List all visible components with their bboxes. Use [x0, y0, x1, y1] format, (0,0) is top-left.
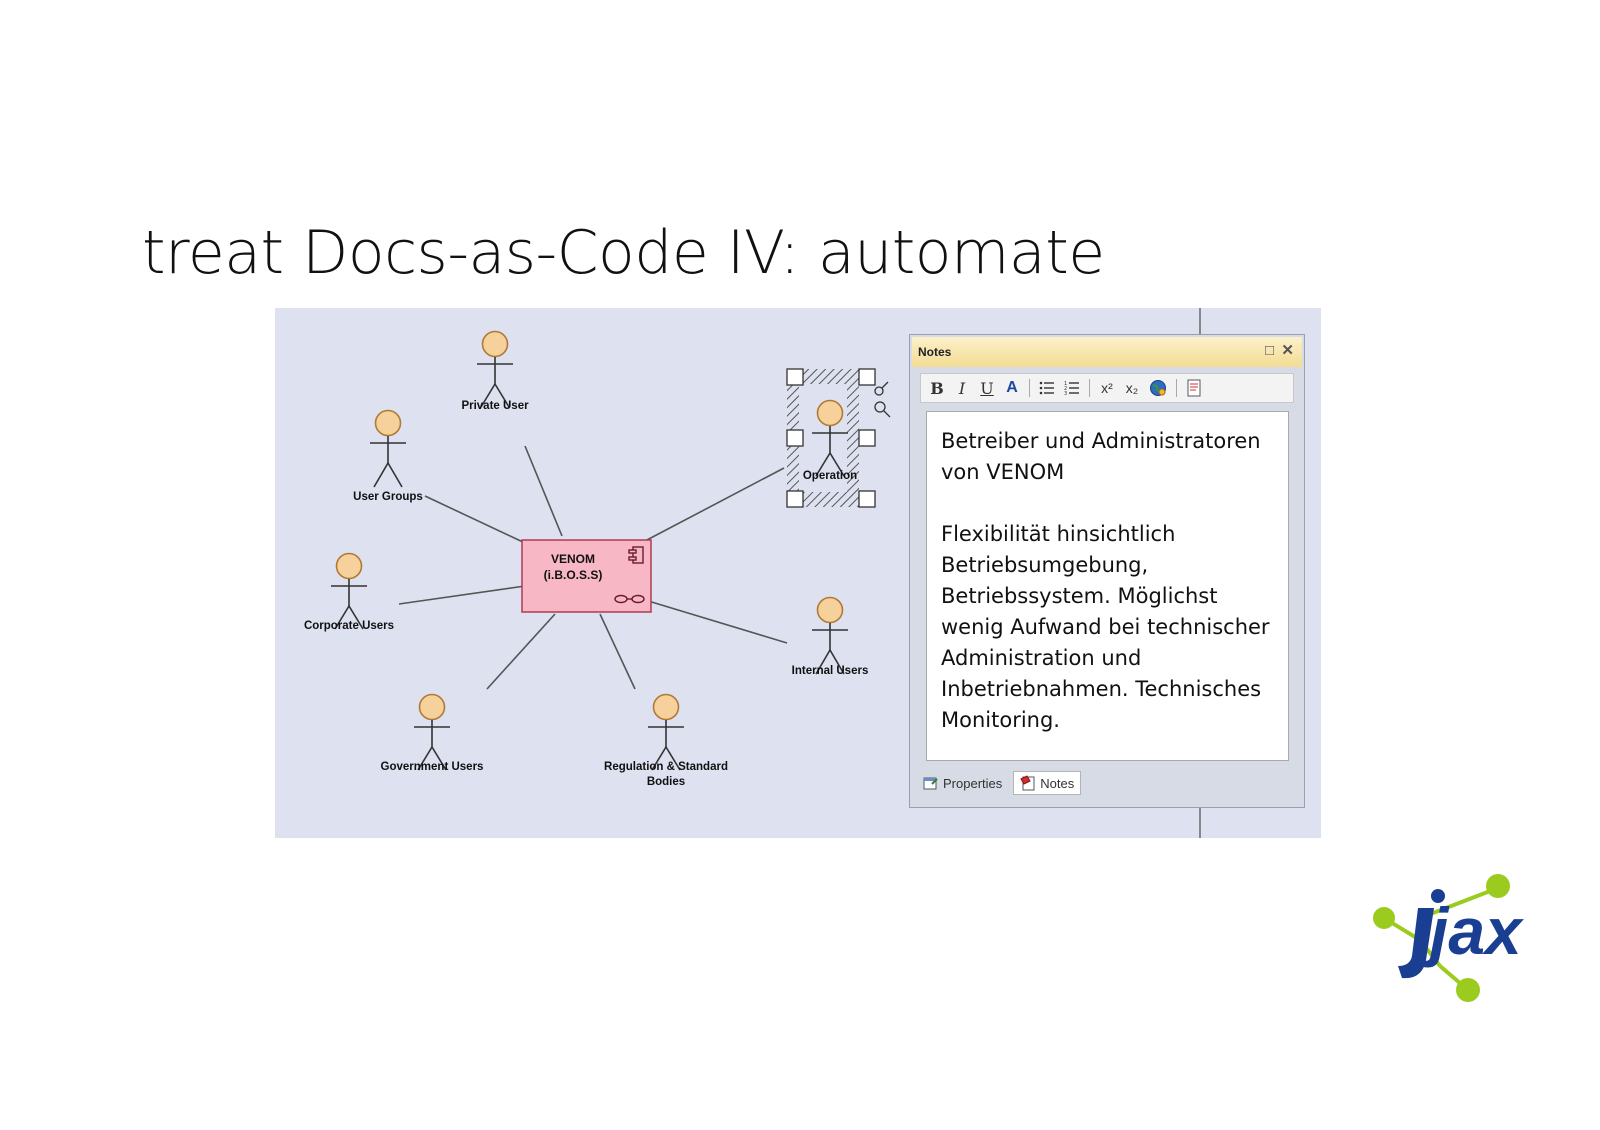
actor-corporate-users[interactable]: [331, 552, 367, 630]
resize-handle[interactable]: [786, 490, 804, 508]
window-splitter[interactable]: [1199, 308, 1201, 334]
association-government-users[interactable]: [486, 613, 556, 690]
superscript-button[interactable]: x²: [1101, 380, 1113, 396]
venom-subtitle: (i.B.O.S.S): [543, 568, 603, 582]
zoom-icon[interactable]: [874, 401, 891, 418]
svg-text:1: 1: [1064, 381, 1067, 387]
notes-icon: [1020, 775, 1035, 791]
tab-notes[interactable]: Notes: [1013, 771, 1082, 795]
collaboration-icon: [614, 594, 645, 604]
association-private-user[interactable]: [524, 445, 563, 537]
document-icon[interactable]: [1186, 378, 1202, 398]
subscript-button[interactable]: x₂: [1125, 380, 1139, 396]
association-lines: [398, 445, 788, 690]
association-internal-users[interactable]: [644, 599, 788, 644]
toolbar-separator: [1176, 379, 1177, 397]
jax-logo: jax: [1373, 874, 1524, 1002]
italic-button[interactable]: I: [958, 378, 966, 398]
bullet-list-icon[interactable]: [1039, 378, 1055, 398]
actor-label-operation: Operation: [802, 470, 858, 482]
actor-label-corporate-users: Corporate Users: [303, 620, 395, 632]
bold-button[interactable]: B: [930, 378, 944, 398]
venom-label: VENOM (i.B.O.S.S): [523, 551, 623, 583]
venom-name: VENOM: [550, 552, 595, 566]
globe-link-icon[interactable]: [1149, 378, 1167, 398]
jax-wordmark-shapes: [1398, 889, 1445, 979]
actor-private-user[interactable]: [477, 330, 513, 408]
notes-title: Notes: [918, 345, 952, 359]
properties-icon: [923, 777, 938, 790]
actor-label-internal-users: Internal Users: [791, 665, 869, 677]
actor-label-government-users: Government Users: [380, 761, 484, 773]
toolbar-separator: [1029, 379, 1030, 397]
association-corporate-users[interactable]: [398, 585, 526, 605]
use-case-diagram: [331, 330, 891, 771]
actor-user-groups[interactable]: [370, 409, 406, 488]
svg-text:2: 2: [1064, 386, 1067, 392]
actor-label-regulation-bodies: Regulation & Standard Bodies: [604, 760, 728, 790]
link-arrow-icon[interactable]: [874, 381, 889, 396]
window-splitter[interactable]: [1199, 808, 1201, 838]
tab-notes-label: Notes: [1040, 775, 1075, 791]
underline-button[interactable]: U: [980, 378, 994, 398]
association-regulation[interactable]: [599, 613, 636, 690]
resize-handle[interactable]: [858, 368, 876, 386]
jax-wordmark: jax: [1422, 894, 1524, 968]
notes-paragraph: Betreiber und Administratoren von VENOM: [941, 429, 1261, 484]
notes-titlebar[interactable]: Notes □ ✕: [912, 337, 1302, 367]
font-color-button[interactable]: A: [1006, 379, 1018, 396]
notes-text-editor[interactable]: Betreiber und Administratoren von VENOM …: [926, 411, 1289, 761]
venom-component[interactable]: [521, 539, 652, 613]
modeling-tool-screenshot: VENOM (i.B.O.S.S) Private User User Grou…: [275, 308, 1321, 838]
svg-text:3: 3: [1064, 391, 1067, 396]
actor-label-user-groups: User Groups: [353, 491, 423, 503]
component-icon: [628, 546, 644, 564]
actor-label-regulation-line2: Bodies: [646, 776, 686, 788]
tab-properties-label: Properties: [943, 775, 1003, 791]
resize-handle[interactable]: [858, 490, 876, 508]
maximize-icon[interactable]: □: [1264, 342, 1274, 359]
actor-regulation-bodies[interactable]: [648, 693, 684, 771]
resize-handle[interactable]: [786, 429, 804, 447]
resize-handle[interactable]: [786, 368, 804, 386]
close-icon[interactable]: ✕: [1281, 342, 1294, 359]
actor-label-regulation-line1: Regulation & Standard: [604, 761, 728, 773]
actor-internal-users[interactable]: [812, 596, 848, 675]
actor-label-private-user: Private User: [461, 400, 529, 412]
actor-operation-selected[interactable]: [786, 368, 891, 508]
association-operation[interactable]: [644, 467, 785, 542]
slide-title: treat Docs-as-Code IV: automate: [142, 218, 1105, 288]
resize-handle[interactable]: [858, 429, 876, 447]
association-user-groups[interactable]: [424, 495, 526, 544]
actor-government-users[interactable]: [414, 693, 450, 771]
notes-tab-strip: Properties Notes: [916, 769, 1298, 797]
tab-properties[interactable]: Properties: [916, 771, 1009, 795]
notes-paragraph: Flexibilität hinsichtlich Betriebsumgebu…: [941, 522, 1270, 732]
toolbar-separator: [1089, 379, 1090, 397]
